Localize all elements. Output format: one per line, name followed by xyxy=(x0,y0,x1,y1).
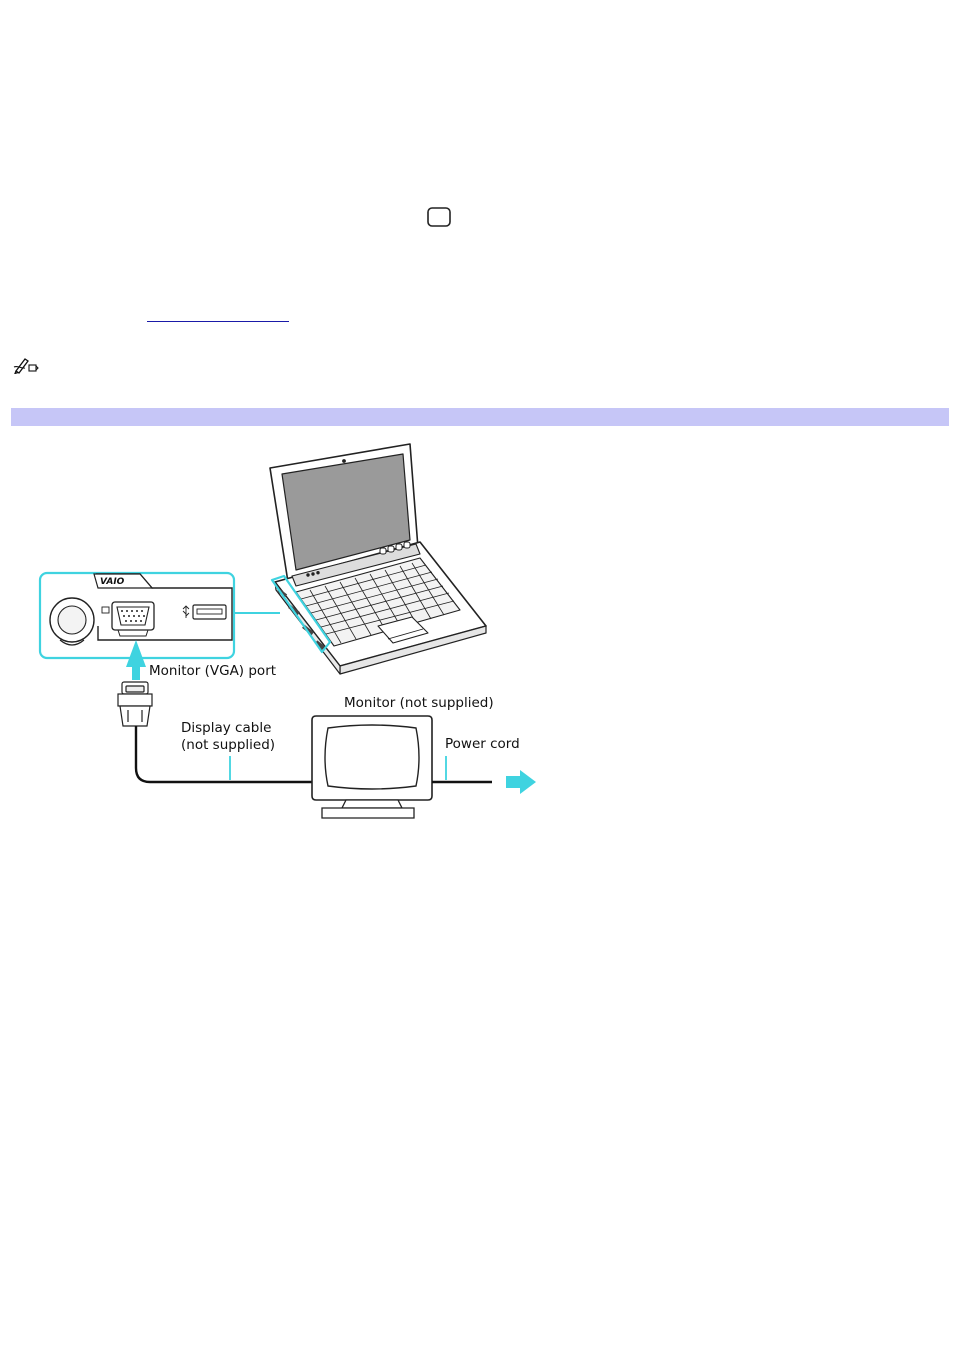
hyperlink-underline[interactable] xyxy=(147,321,289,323)
monitor-label: Monitor (not supplied) xyxy=(344,695,494,711)
usb-port xyxy=(193,605,226,619)
monitor-port-label: Monitor (VGA) port xyxy=(149,663,276,679)
connection-diagram: VAIO xyxy=(0,430,560,830)
note-pen-icon xyxy=(13,356,41,374)
display-cable-label-line1: Display cable xyxy=(181,720,271,736)
power-direction-arrow xyxy=(506,770,536,794)
display-cable-label-line2: (not supplied) xyxy=(181,737,275,753)
brand-label: VAIO xyxy=(100,577,125,587)
vga-plug xyxy=(118,682,152,726)
section-header-bar xyxy=(11,408,949,426)
laptop-illustration xyxy=(270,444,486,674)
power-cord-label: Power cord xyxy=(445,736,520,752)
monitor-icon xyxy=(426,206,452,228)
external-monitor xyxy=(312,716,432,818)
